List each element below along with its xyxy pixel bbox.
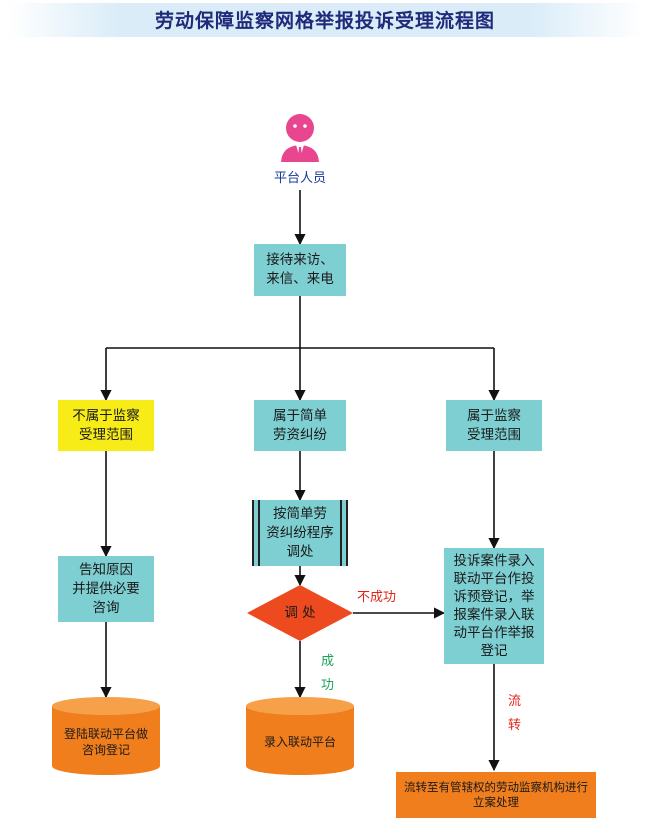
in-scope-box: 属于监察 受理范围 — [446, 400, 542, 451]
person-label: 平台人员 — [274, 171, 327, 186]
consult-cylinder — [52, 697, 160, 775]
title-bar — [8, 3, 642, 37]
not-in-scope-box: 不属于监察 受理范围 — [58, 400, 154, 451]
success-edge-label: 成 功 — [321, 654, 335, 693]
mediation-diamond — [247, 585, 353, 641]
enter-platform-label: 录入联动平台 — [263, 735, 336, 749]
simple-procedure-box: 按简单劳 资纠纷程序 调处 — [252, 500, 348, 566]
record-complaint-box: 投诉案件录入 联动平台作投 诉预登记，举 报案件录入联 动平台作举报 登记 — [444, 548, 544, 664]
flow-edge-label: 流 转 — [508, 694, 522, 733]
person-icon — [281, 114, 319, 162]
mediation-label: 调 处 — [284, 604, 316, 621]
inform-box: 告知原因 并提供必要 咨询 — [58, 556, 154, 622]
transfer-box: 流转至有管辖权的劳动监察机构进行 立案处理 — [396, 772, 596, 818]
simple-dispute-box: 属于简单 劳资纠纷 — [254, 400, 346, 451]
consult-register-label: 登陆联动平台做 咨询登记 — [63, 727, 148, 757]
fail-edge-label: 不成功 — [357, 590, 397, 605]
page-title: 劳动保障监察网格举报投诉受理流程图 — [154, 10, 495, 32]
platform-cylinder — [246, 697, 354, 775]
reception-box: 接待来访、 来信、来电 — [254, 244, 346, 296]
